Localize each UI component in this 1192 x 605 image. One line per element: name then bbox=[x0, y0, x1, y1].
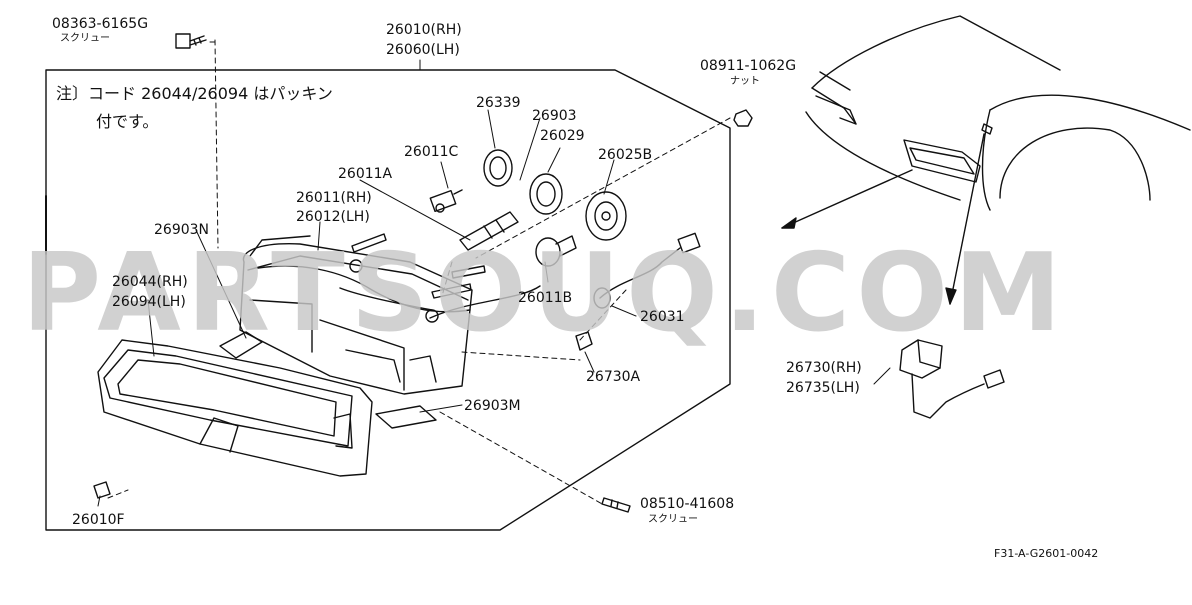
bulb-26011b bbox=[535, 235, 577, 267]
watermark: PARTSOUQ.COM bbox=[22, 231, 1068, 356]
socket-26029 bbox=[529, 173, 563, 215]
label-26011c: 26011C bbox=[404, 144, 459, 160]
label-26011b: 26011B bbox=[518, 290, 573, 306]
label-headlamp-lh: 26060(LH) bbox=[386, 42, 460, 58]
packing-26903m bbox=[375, 405, 437, 429]
front-lens bbox=[97, 339, 373, 477]
vehicle-front-view bbox=[805, 15, 1191, 211]
label-26903n: 26903N bbox=[154, 222, 210, 238]
screw-top-part bbox=[175, 33, 207, 49]
label-26010f: 26010F bbox=[72, 512, 125, 528]
label-screw-top-code: 08363-6165G bbox=[52, 16, 149, 32]
label-26025b: 26025B bbox=[598, 147, 653, 163]
socket-26339 bbox=[483, 149, 513, 187]
label-26339: 26339 bbox=[476, 95, 521, 111]
packing-note-line1: 注〕コード 26044/26094 はパッキン bbox=[56, 84, 333, 103]
screw-bottom-part bbox=[601, 497, 631, 513]
side-marker-lamp bbox=[899, 339, 1005, 419]
bulb-26011a bbox=[459, 211, 519, 251]
label-26735-lh: 26735(LH) bbox=[786, 380, 860, 396]
label-26044-rh: 26044(RH) bbox=[112, 274, 188, 290]
label-screw-top-name: スクリュー bbox=[60, 33, 110, 44]
label-26012-lh: 26012(LH) bbox=[296, 209, 370, 225]
socket-26025b bbox=[585, 191, 627, 241]
label-nut-name: ナット bbox=[730, 76, 760, 87]
label-26903: 26903 bbox=[532, 108, 577, 124]
housing-bolts bbox=[351, 233, 486, 299]
label-26730a: 26730A bbox=[586, 369, 641, 385]
label-26011a: 26011A bbox=[338, 166, 393, 182]
clip-26730a bbox=[575, 331, 593, 351]
label-26011-rh: 26011(RH) bbox=[296, 190, 372, 206]
nut-part bbox=[733, 109, 753, 127]
assembly-boundary bbox=[45, 69, 731, 531]
label-26730-rh: 26730(RH) bbox=[786, 360, 862, 376]
figure-code: F31-A-G2601-0042 bbox=[994, 547, 1099, 560]
label-nut-code: 08911-1062G bbox=[700, 58, 797, 74]
packing-26903n bbox=[219, 331, 263, 359]
label-26031: 26031 bbox=[640, 309, 685, 325]
clip-26010f bbox=[93, 481, 111, 499]
label-26903m: 26903M bbox=[464, 398, 521, 414]
label-screw-bottom-code: 08510-41608 bbox=[640, 496, 735, 512]
label-26094-lh: 26094(LH) bbox=[112, 294, 186, 310]
label-26029: 26029 bbox=[540, 128, 585, 144]
socket-wiring bbox=[339, 285, 541, 319]
harness-26031 bbox=[593, 232, 701, 309]
direction-arrows bbox=[781, 133, 985, 305]
leader-lines bbox=[97, 59, 891, 507]
bulb-26011c bbox=[429, 189, 463, 213]
packing-note-line2: 付です。 bbox=[96, 112, 159, 131]
label-screw-bottom-name: スクリュー bbox=[648, 514, 698, 525]
label-headlamp-rh: 26010(RH) bbox=[386, 22, 462, 38]
